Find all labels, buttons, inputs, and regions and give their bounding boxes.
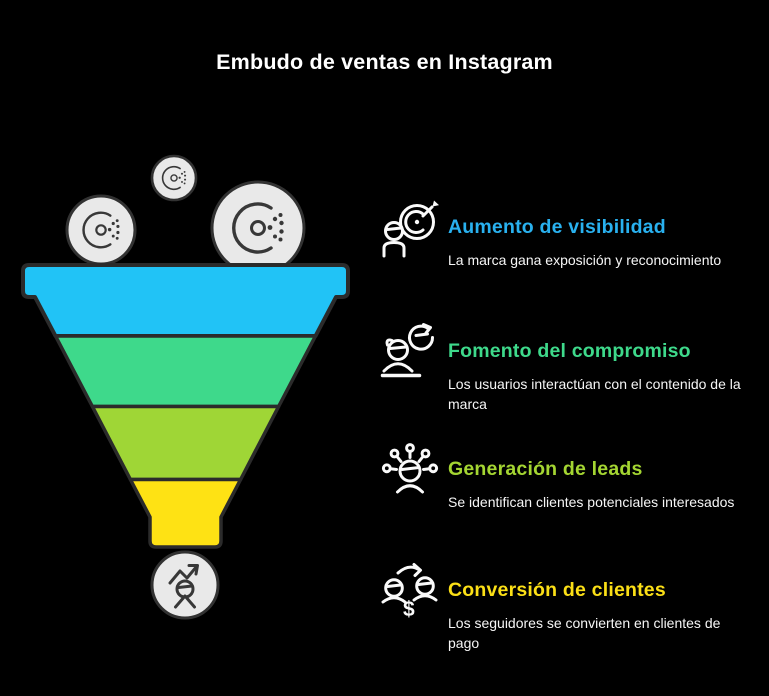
large-circle [210, 180, 306, 276]
funnel-stage-visibility [21, 263, 350, 338]
section-title: Generación de leads [448, 458, 643, 480]
section-visibility: Aumento de visibilidad La marca gana exp… [380, 198, 752, 271]
funnel-stage-conversion [128, 477, 243, 549]
funnel-stages [21, 263, 350, 549]
section-engagement: Fomento del compromiso Los usuarios inte… [380, 322, 752, 414]
bottom-result-circle [150, 550, 220, 620]
visibility-target-icon [380, 198, 440, 260]
section-description: Los seguidores se convierten en clientes… [448, 615, 721, 651]
section-title: Conversión de clientes [448, 579, 666, 601]
medium-circle [65, 194, 137, 266]
section-title: Aumento de visibilidad [448, 216, 666, 238]
leads-network-icon [380, 440, 440, 502]
svg-text:$: $ [403, 598, 415, 621]
section-conversion: $ Conversión de clientes Los seguidores … [380, 561, 752, 653]
funnel-stage-leads [90, 404, 281, 482]
engagement-refresh-icon [380, 322, 440, 384]
section-description: La marca gana exposición y reconocimient… [448, 252, 722, 268]
section-description: Se identifican clientes potenciales inte… [448, 494, 735, 510]
funnel-media-circles [65, 154, 306, 620]
section-description: Los usuarios interactúan con el contenid… [448, 376, 741, 412]
small-circle [150, 154, 198, 202]
section-leads: Generación de leads Se identifican clien… [380, 440, 752, 513]
funnel-stage-engagement [53, 334, 318, 409]
conversion-exchange-icon: $ [380, 561, 440, 623]
page-title: Embudo de ventas en Instagram [216, 50, 553, 74]
section-title: Fomento del compromiso [448, 340, 691, 362]
sales-funnel-diagram [21, 154, 350, 620]
